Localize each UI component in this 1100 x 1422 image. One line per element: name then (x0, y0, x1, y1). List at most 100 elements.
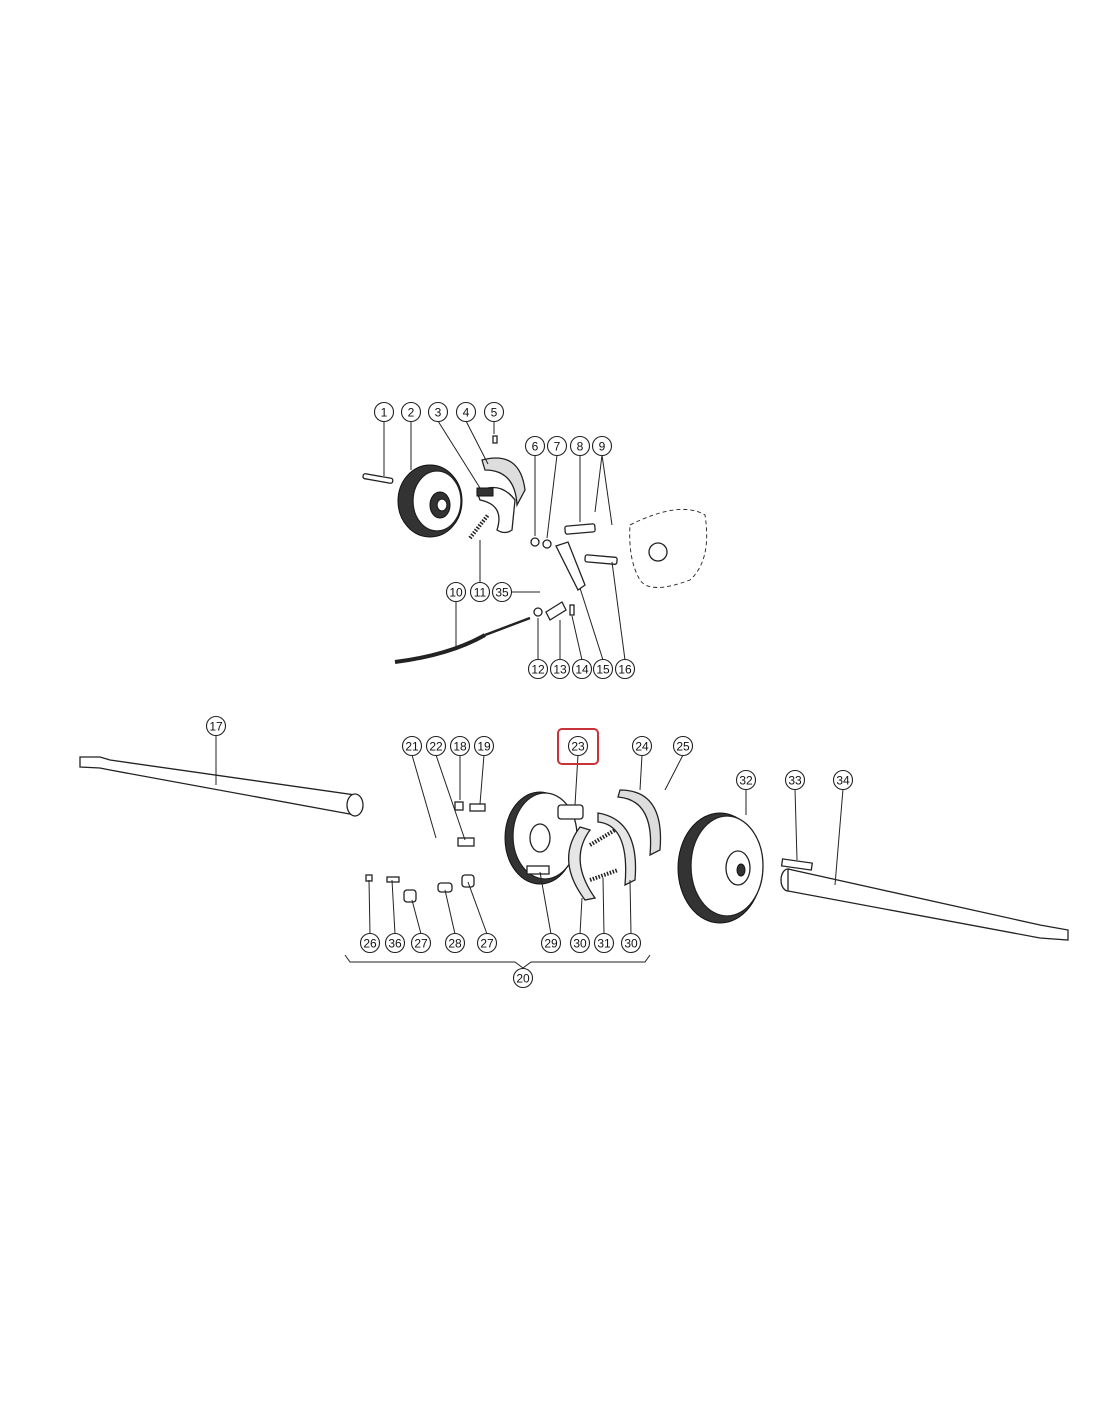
part-clevis (545, 601, 567, 621)
callout-circle (784, 769, 806, 791)
callout-number: 33 (788, 774, 802, 788)
callout-circle (401, 735, 423, 757)
callout-number: 20 (516, 972, 530, 986)
part-brake-drum (677, 812, 764, 924)
callout-5: 5 (483, 401, 505, 423)
callout-17: 17 (205, 715, 227, 737)
part-screw (492, 435, 498, 444)
callout-29: 29 (540, 932, 562, 954)
callout-number: 9 (599, 440, 606, 454)
callout-circle (455, 401, 477, 423)
callout-30: 30 (620, 932, 642, 954)
callout-21: 21 (401, 735, 423, 757)
callout-circle (672, 735, 694, 757)
callout-number: 19 (477, 740, 491, 754)
callout-circle (476, 932, 498, 954)
part-cable (394, 633, 486, 664)
callout-circle (373, 401, 395, 423)
callout-6: 6 (524, 435, 546, 457)
group-bracket (344, 954, 651, 969)
part-nut (454, 801, 464, 811)
callout-number: 7 (554, 440, 561, 454)
callout-1: 1 (373, 401, 395, 423)
callout-circle (540, 932, 562, 954)
callout-number: 5 (491, 406, 498, 420)
callout-24: 24 (631, 735, 653, 757)
callout-9: 9 (591, 435, 613, 457)
callout-number: 35 (495, 586, 509, 600)
callout-number: 32 (739, 774, 753, 788)
callout-circle (546, 435, 568, 457)
callout-number: 25 (676, 740, 690, 754)
part-housing-bore (648, 542, 668, 562)
part-brake-lining (617, 789, 662, 857)
callout-36: 36 (384, 932, 406, 954)
callout-circle (524, 435, 546, 457)
callout-number: 27 (414, 937, 428, 951)
callout-12: 12 (527, 658, 549, 680)
part-wheel-cylinder (557, 804, 584, 820)
callout-circle (567, 735, 589, 757)
callout-14: 14 (571, 658, 593, 680)
callout-number: 28 (448, 937, 462, 951)
callout-number: 4 (463, 406, 470, 420)
callout-number: 31 (597, 937, 611, 951)
callout-30: 30 (569, 932, 591, 954)
callout-number: 12 (531, 663, 545, 677)
callout-22: 22 (425, 735, 447, 757)
callout-circle (444, 932, 466, 954)
callout-circle (593, 932, 615, 954)
callout-circle (449, 735, 471, 757)
callout-34: 34 (832, 769, 854, 791)
callout-circle (735, 769, 757, 791)
part-lever (555, 541, 586, 591)
part-clevis-pin (569, 604, 575, 616)
parking-brake-assembly (362, 435, 708, 664)
callout-circle (205, 715, 227, 737)
callout-circle (569, 435, 591, 457)
callout-number: 14 (575, 663, 589, 677)
callout-number: 36 (388, 937, 402, 951)
callout-4: 4 (455, 401, 477, 423)
callout-number: 30 (624, 937, 638, 951)
callout-number: 15 (596, 663, 610, 677)
callout-number: 8 (577, 440, 584, 454)
callout-10: 10 (445, 581, 467, 603)
callout-23: 23 (567, 735, 589, 757)
callout-35: 35 (491, 581, 513, 603)
part-brake-shoe (476, 486, 516, 534)
part-adjuster (457, 837, 475, 847)
callout-13: 13 (549, 658, 571, 680)
callout-number: 3 (435, 406, 442, 420)
part-spring (468, 513, 490, 540)
callout-number: 2 (408, 406, 415, 420)
callout-number: 21 (405, 740, 419, 754)
part-spring (588, 828, 619, 882)
part-cam (461, 874, 475, 888)
callout-number: 10 (449, 586, 463, 600)
highlight-box (557, 728, 599, 765)
callout-circle (549, 658, 571, 680)
callout-circle (571, 658, 593, 680)
callout-number: 23 (571, 740, 585, 754)
callout-number: 24 (635, 740, 649, 754)
callout-circle (569, 932, 591, 954)
part-brake-shoe-left (568, 826, 597, 901)
part-axle-shaft-right (780, 868, 1069, 941)
callout-circle (491, 581, 513, 603)
callout-number: 26 (363, 937, 377, 951)
part-cam (403, 889, 417, 903)
part-cable-rod (484, 616, 531, 637)
callout-circle (614, 658, 636, 680)
part-brake-shoe-right (597, 812, 637, 887)
callout-3: 3 (427, 401, 449, 423)
callout-11: 11 (469, 581, 491, 603)
brake-assembly (79, 756, 1069, 941)
callout-circle (527, 658, 549, 680)
callout-number: 17 (209, 720, 223, 734)
callout-number: 13 (553, 663, 567, 677)
part-pin (362, 473, 394, 484)
callout-8: 8 (569, 435, 591, 457)
part-screw (386, 876, 400, 883)
callout-number: 1 (381, 406, 388, 420)
